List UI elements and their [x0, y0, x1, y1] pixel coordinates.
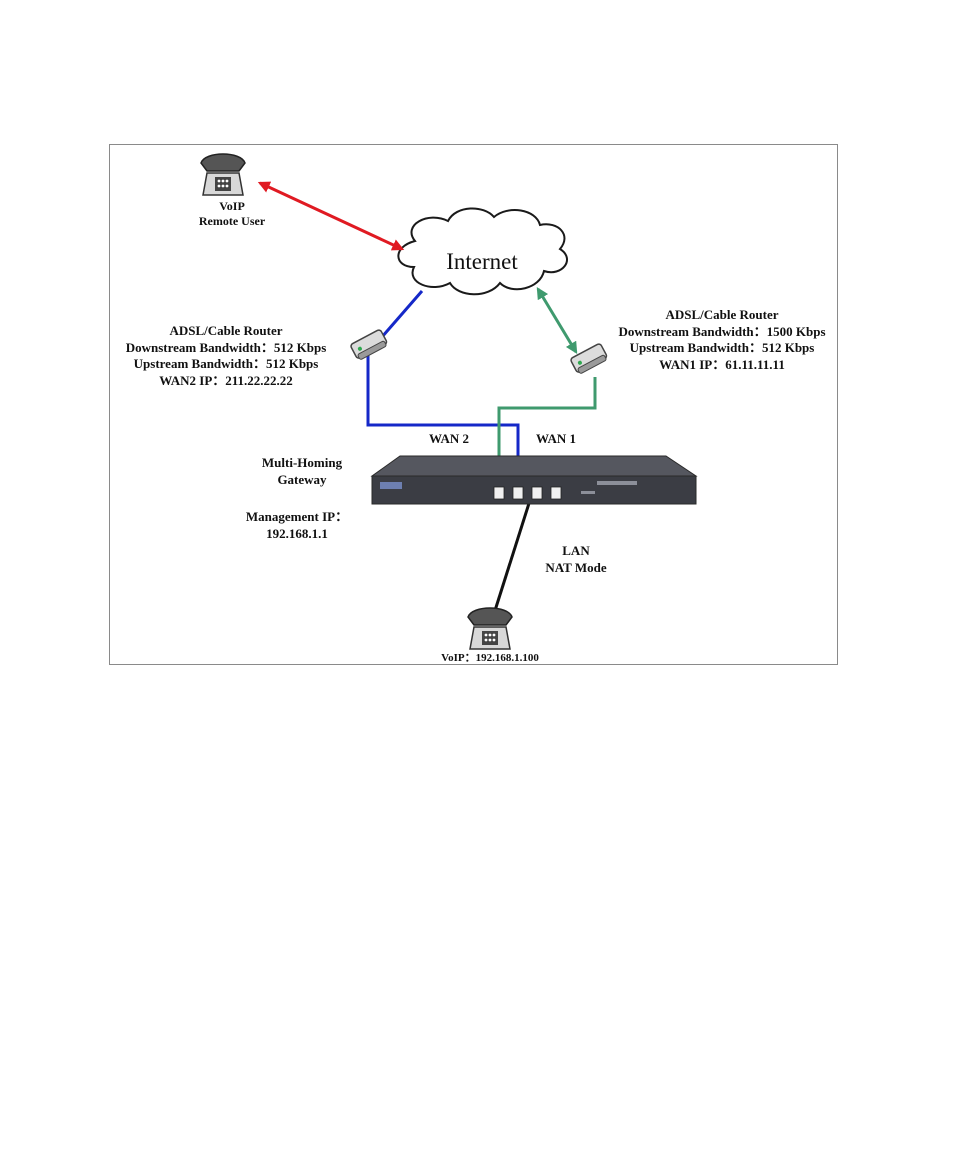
- management-ip-line: Management IP：: [245, 509, 349, 524]
- gateway-name-line: Gateway: [277, 471, 327, 487]
- router-wan1-label-line: Upstream Bandwidth：512 Kbps: [629, 340, 815, 356]
- router-wan1-label-line: ADSL/Cable Router: [665, 307, 779, 322]
- router-wan2-label-line: ADSL/Cable Router: [169, 323, 283, 338]
- lan-link: [490, 496, 533, 621]
- lan-label-line: NAT Mode: [545, 559, 607, 575]
- router-icon: [350, 329, 388, 360]
- gateway-device-icon: [370, 455, 698, 505]
- cloud-icon: [397, 207, 568, 296]
- wan2-label: WAN 2: [428, 431, 470, 446]
- router-wan2-label-line: WAN2 IP：211.22.22.22: [159, 372, 293, 388]
- router-wan1-label: ADSL/Cable Router Downstream Bandwidth：1…: [604, 307, 837, 374]
- gateway-name-label: Multi-Homing Gateway: [246, 455, 358, 488]
- internet-label: Internet: [446, 249, 518, 274]
- lan-label-line: LAN: [562, 543, 590, 558]
- lan-label: LAN NAT Mode: [532, 543, 620, 576]
- wan2-link: [366, 290, 520, 493]
- wan1-uplink: [536, 286, 578, 355]
- router-icon: [570, 343, 608, 374]
- phone-icon: [467, 607, 513, 650]
- router-wan2-label-line: Upstream Bandwidth：512 Kbps: [133, 356, 319, 372]
- remote-voip-link: [257, 181, 405, 251]
- router-wan2-label: ADSL/Cable Router Downstream Bandwidth：5…: [110, 323, 342, 390]
- phone-icon: [200, 153, 246, 196]
- gateway-name-line: Multi-Homing: [261, 455, 343, 470]
- management-ip-line: 192.168.1.1: [266, 525, 328, 541]
- management-ip-label: Management IP： 192.168.1.1: [234, 509, 360, 542]
- wan1-label: WAN 1: [535, 431, 577, 446]
- network-diagram-frame: Internet VoIP Remote User ADSL/Cable Rou…: [109, 144, 838, 665]
- remote-user-label-line: VoIP: [219, 199, 245, 213]
- remote-user-label-line: Remote User: [198, 214, 266, 229]
- remote-user-label: VoIP Remote User: [182, 199, 282, 230]
- network-diagram: [200, 153, 698, 650]
- router-wan1-label-line: Downstream Bandwidth：1500 Kbps: [618, 323, 826, 339]
- wan1-link: [497, 377, 597, 493]
- router-wan1-label-line: WAN1 IP：61.11.11.11: [659, 356, 785, 372]
- router-wan2-label-line: Downstream Bandwidth：512 Kbps: [125, 339, 327, 355]
- local-voip-label: VoIP：192.168.1.100: [441, 652, 539, 664]
